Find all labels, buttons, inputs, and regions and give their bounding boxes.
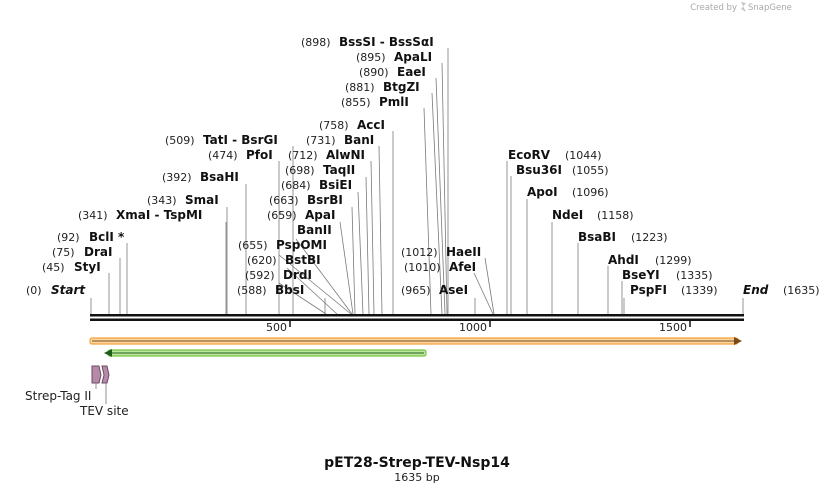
site-pspfi: PspFI(1339) [630, 283, 718, 297]
site-haeii: (1012)HaeII [401, 245, 481, 259]
cut-site-labels: (0)Start (45)StyI (75)DraI (92)BclI * (3… [26, 35, 820, 297]
site-drdi: (592)DrdI [245, 268, 312, 282]
site-smai: (343)SmaI [147, 193, 219, 207]
credit-text: Created by [690, 3, 737, 13]
site-pmli: (855)PmlI [341, 95, 409, 109]
site-start: (0)Start [26, 283, 86, 297]
cut-site-lines [90, 48, 744, 315]
site-btgzi: (881)BtgZI [345, 80, 420, 94]
site-apai: (659)ApaI [267, 208, 335, 222]
site-alwni: (712)AlwNI [288, 148, 365, 162]
site-ecorv: EcoRV(1044) [508, 148, 602, 162]
site-bsssi: (898)BssSI - BssSαI [301, 35, 434, 49]
sequence-backbone [90, 314, 744, 321]
site-acci: (758)AccI [319, 118, 385, 132]
site-bsabi: BsaBI(1223) [578, 230, 668, 244]
tev-site-label: TEV site [79, 404, 129, 418]
tick-label-500: 500 [266, 321, 287, 334]
site-pfoi: (474)PfoI [208, 148, 273, 162]
site-banii: BanII [297, 223, 332, 237]
tick-label-1000: 1000 [459, 321, 487, 334]
site-bsahi: (392)BsaHI [162, 170, 239, 184]
site-end: End(1635) [743, 283, 820, 297]
site-bseyi: BseYI(1335) [622, 268, 713, 282]
site-bstbi: (620)BstBI [247, 253, 321, 267]
snapgene-logo-icon [741, 2, 746, 12]
site-ahdi: AhdI(1299) [608, 253, 692, 267]
site-eaei: (890)EaeI [359, 65, 426, 79]
site-tati-bsrgi: (509)TatI - BsrGI [165, 133, 278, 147]
site-bcli: (92)BclI * [57, 230, 125, 244]
feature-orange-arrow [89, 337, 742, 345]
site-pspomi: (655)PspOMI [238, 238, 327, 252]
site-styi: (45)StyI [42, 260, 101, 274]
site-ndei: NdeI(1158) [552, 208, 634, 222]
site-bbsi: (588)BbsI [237, 283, 304, 297]
sequence-length: 1635 bp [394, 471, 439, 484]
map-title: pET28-Strep-TEV-Nsp14 [324, 455, 510, 471]
feature-green-arrow [104, 349, 427, 357]
ruler-ticks: 500 1000 1500 [266, 321, 691, 334]
site-bsiei: (684)BsiEI [281, 178, 352, 192]
credit-brand: SnapGene [748, 3, 792, 13]
site-taqii: (698)TaqII [285, 163, 355, 177]
site-bsu36i: Bsu36I(1055) [516, 163, 609, 177]
site-afei: (1010)AfeI [404, 260, 476, 274]
site-bsrbi: (663)BsrBI [269, 193, 343, 207]
strep-tag-label: Strep-Tag II [25, 389, 91, 403]
site-asei: (965)AseI [401, 283, 468, 297]
feature-tev-site: TEV site [79, 365, 129, 418]
site-xmai-tspmi: (341)XmaI - TspMI [78, 208, 202, 222]
site-apoi: ApoI(1096) [527, 185, 609, 199]
site-drai: (75)DraI [52, 245, 112, 259]
site-bani: (731)BanI [306, 133, 374, 147]
feature-strep-tag: Strep-Tag II [25, 365, 102, 403]
tick-label-1500: 1500 [659, 321, 687, 334]
site-apali: (895)ApaLI [356, 50, 432, 64]
